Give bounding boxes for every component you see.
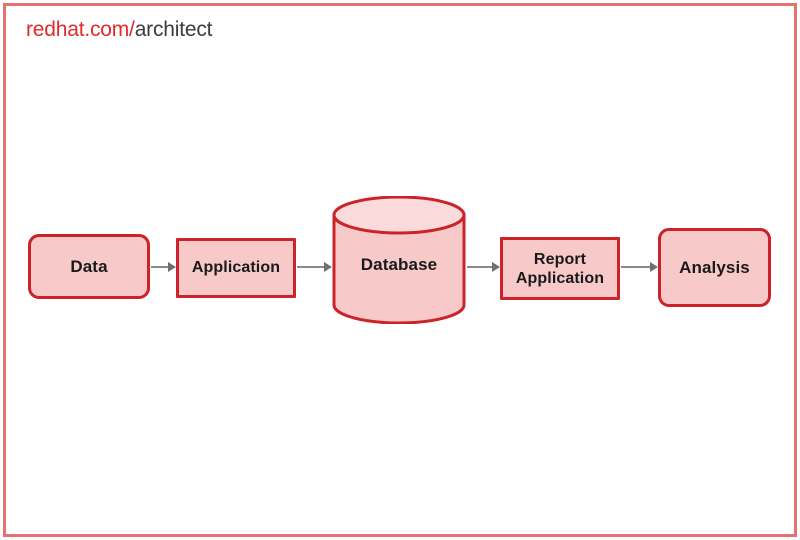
arrow-shaft: [297, 266, 325, 268]
flow-arrow-data-to-application: [151, 261, 176, 273]
brand-wordmark: redhat.com/architect: [26, 17, 212, 43]
flow-node-data[interactable]: Data: [28, 234, 150, 299]
flow-node-report-application-label: Report Application: [516, 250, 604, 288]
flow-node-application[interactable]: Application: [176, 238, 296, 298]
arrow-shaft: [621, 266, 651, 268]
flow-node-report-application[interactable]: Report Application: [500, 237, 620, 300]
flow-arrow-database-to-report: [467, 261, 500, 273]
brand-secondary-text: architect: [134, 18, 213, 41]
flow-arrow-report-to-analysis: [621, 261, 658, 273]
arrow-shaft: [467, 266, 493, 268]
flow-node-application-label: Application: [191, 259, 281, 276]
flow-arrow-application-to-database: [297, 261, 332, 273]
arrow-head-icon: [324, 262, 332, 272]
arrow-head-icon: [168, 262, 176, 272]
arrow-head-icon: [492, 262, 500, 272]
cylinder-icon: [332, 196, 466, 324]
flow-node-analysis[interactable]: Analysis: [658, 228, 771, 307]
flow-node-database[interactable]: Database: [331, 196, 467, 324]
flow-node-data-label: Data: [70, 256, 108, 276]
report-label-line-1: Report: [533, 250, 587, 268]
arrow-head-icon: [650, 262, 658, 272]
report-label-line-2: Application: [515, 269, 605, 287]
flow-node-database-label: Database: [360, 255, 438, 274]
arrow-shaft: [151, 266, 169, 268]
flow-node-analysis-label: Analysis: [679, 257, 750, 277]
brand-primary-text: redhat.com/: [26, 18, 135, 41]
